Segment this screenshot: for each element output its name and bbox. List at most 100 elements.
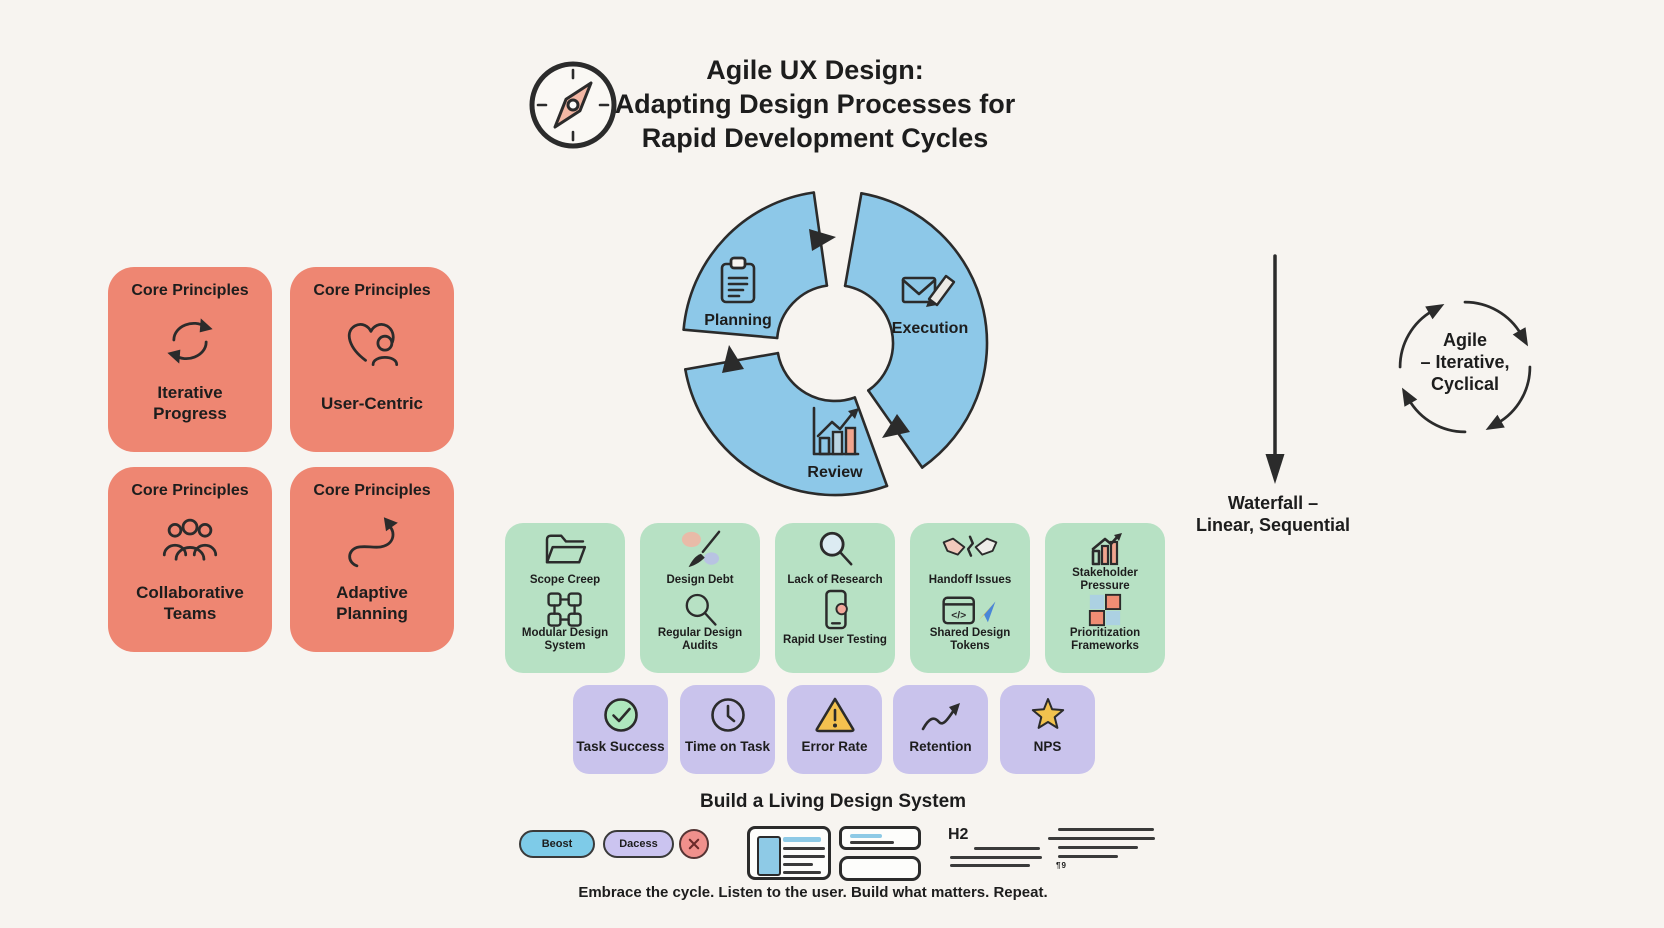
clock-icon: [708, 694, 748, 736]
card-header: Core Principles: [131, 482, 249, 499]
svg-text:</>: </>: [951, 610, 966, 621]
primary-button-label: Beost: [541, 838, 573, 850]
metric-card-time-on-task: Time on Task: [680, 685, 775, 774]
close-icon: [679, 829, 709, 859]
agile-line-2: – Iterative,: [1420, 352, 1510, 372]
text-line: [1058, 846, 1138, 849]
text-line: [850, 841, 894, 844]
core-principle-card-iterative: Core Principles Iterative Progress: [108, 267, 272, 452]
design-system-heading: Build a Living Design System: [699, 791, 967, 812]
heart-user-icon: [343, 304, 401, 378]
folder-icon: [542, 531, 588, 567]
list-component-sample: [839, 826, 921, 882]
compass-icon: [524, 56, 622, 154]
secondary-button-label: Dacess: [619, 838, 658, 850]
text-line: [783, 855, 825, 858]
title-line-1: Agile UX Design:: [706, 55, 924, 85]
challenge-solution: Modular Design System: [521, 627, 609, 652]
metric-card-error-rate: Error Rate: [787, 685, 882, 774]
challenge-card-lack-of-research: Lack of Research Rapid User Testing: [775, 523, 895, 673]
text-line: [1048, 837, 1155, 840]
sync-icon: [162, 304, 218, 378]
stage-label: Review: [807, 464, 863, 481]
text-line: [974, 847, 1040, 850]
stage-planning: Planning: [686, 254, 790, 330]
mini-chart-icon: [1085, 531, 1125, 567]
core-principle-card-user-centric: Core Principles User-Centric: [290, 267, 454, 452]
star-icon: [1027, 694, 1069, 736]
check-circle-icon: [601, 694, 641, 736]
handshake-icon: [939, 531, 1001, 567]
card-component-sample: [747, 826, 831, 880]
text-line: [850, 834, 882, 838]
challenge-problem: Design Debt: [666, 573, 734, 586]
card-header: Core Principles: [313, 282, 431, 299]
challenge-card-stakeholder-pressure: Stakeholder Pressure Prioritization Fram…: [1045, 523, 1165, 673]
principle-label: Adaptive Planning: [336, 583, 408, 623]
title-line-3: Rapid Development Cycles: [641, 123, 989, 153]
stage-review: Review: [783, 406, 887, 482]
challenge-card-design-debt: Design Debt Regular Design Audits: [640, 523, 760, 673]
text-line: [783, 871, 821, 874]
page-title: Agile UX Design: Adapting Design Process…: [570, 53, 1060, 155]
challenge-solution: Prioritization Frameworks: [1069, 627, 1141, 652]
text-line: [950, 856, 1042, 859]
text-line: [783, 837, 821, 842]
challenge-solution: Rapid User Testing: [783, 633, 887, 646]
team-icon: [160, 504, 220, 578]
typography-sample-h2: H2: [946, 826, 1046, 870]
challenge-problem: Lack of Research: [787, 573, 883, 586]
list-row: [839, 826, 921, 850]
waterfall-label: Waterfall – Linear, Sequential: [1160, 492, 1386, 536]
core-principle-card-adaptive: Core Principles Adaptive Planning: [290, 467, 454, 652]
agile-cycle-icon: [1376, 278, 1554, 456]
caption-label: ¶9: [1056, 861, 1067, 870]
challenge-problem: Scope Creep: [529, 573, 601, 586]
magnifier-icon: [814, 531, 856, 567]
agile-line-1: Agile: [1442, 330, 1487, 350]
code-token-icon: </>: [942, 593, 998, 627]
text-line: [1058, 828, 1154, 831]
card-header: Core Principles: [313, 482, 431, 499]
metric-card-nps: NPS: [1000, 685, 1095, 774]
list-row: [839, 856, 921, 881]
principle-label: Iterative Progress: [153, 383, 227, 423]
magnifier-icon: [680, 593, 720, 627]
metric-label: NPS: [1033, 739, 1062, 754]
secondary-button-sample: Dacess: [603, 830, 674, 858]
paintbrush-icon: [677, 530, 723, 568]
challenge-solution: Regular Design Audits: [657, 627, 743, 652]
phone-icon: [816, 589, 854, 630]
bar-chart-icon: [783, 406, 887, 458]
envelope-pencil-icon: [878, 262, 982, 314]
title-line-2: Adapting Design Processes for: [614, 89, 1016, 119]
metric-label: Task Success: [576, 739, 665, 754]
agile-cycle-diagram: Planning Execution: [670, 178, 1000, 508]
stage-label: Planning: [704, 312, 772, 329]
metric-label: Retention: [909, 739, 972, 754]
text-line: [783, 863, 813, 866]
winding-arrow-icon: [344, 504, 400, 578]
waterfall-line-1: Waterfall –: [1227, 493, 1319, 513]
core-principle-card-collaborative: Core Principles Collaborative Teams: [108, 467, 272, 652]
clipboard-icon: [686, 254, 790, 306]
principle-label: Collaborative Teams: [136, 583, 244, 623]
quadrant-icon: [1087, 593, 1123, 627]
metric-label: Time on Task: [684, 739, 771, 754]
trend-up-icon: [919, 694, 963, 736]
warning-icon: [814, 694, 856, 736]
challenge-solution: Shared Design Tokens: [929, 627, 1011, 652]
waterfall-arrow-icon: [1261, 254, 1289, 486]
card-header: Core Principles: [131, 282, 249, 299]
tagline: Embrace the cycle. Listen to the user. B…: [578, 884, 1048, 901]
challenge-problem: Stakeholder Pressure: [1072, 567, 1138, 592]
principle-label: User-Centric: [320, 393, 424, 413]
challenge-problem: Handoff Issues: [928, 573, 1012, 586]
metric-card-task-success: Task Success: [573, 685, 668, 774]
stage-execution: Execution: [878, 262, 982, 338]
text-line: [950, 864, 1030, 867]
modules-icon: [544, 592, 586, 627]
text-line: [783, 847, 825, 850]
challenge-card-handoff-issues: Handoff Issues </> Shared Design Tokens: [910, 523, 1030, 673]
